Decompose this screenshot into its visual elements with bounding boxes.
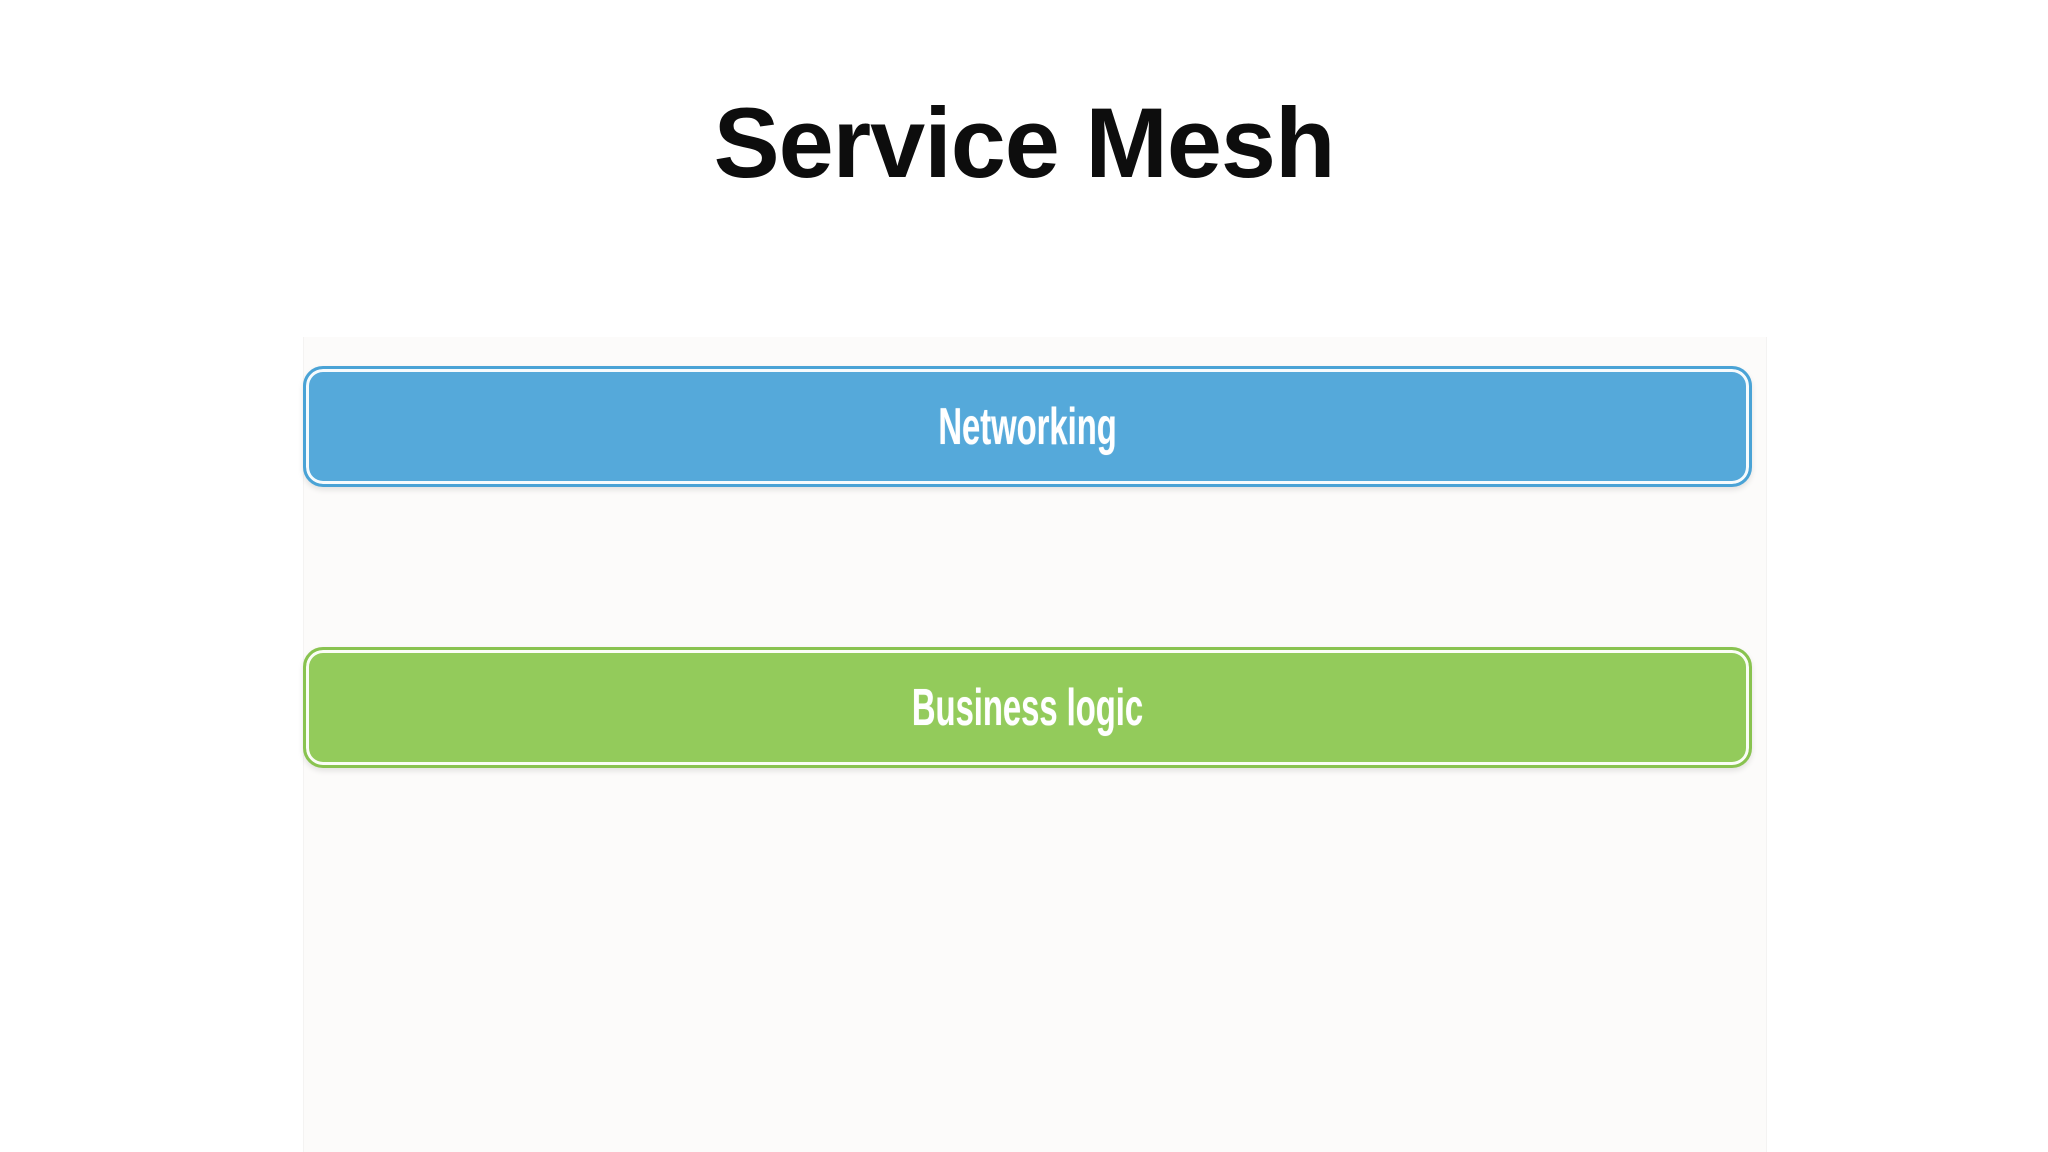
page-title: Service Mesh xyxy=(713,87,1336,198)
layer-business-logic: Business logic xyxy=(303,647,1752,768)
layer-business-logic-label: Business logic xyxy=(911,678,1144,737)
layer-networking-label: Networking xyxy=(938,397,1117,456)
layer-networking: Networking xyxy=(303,366,1752,487)
